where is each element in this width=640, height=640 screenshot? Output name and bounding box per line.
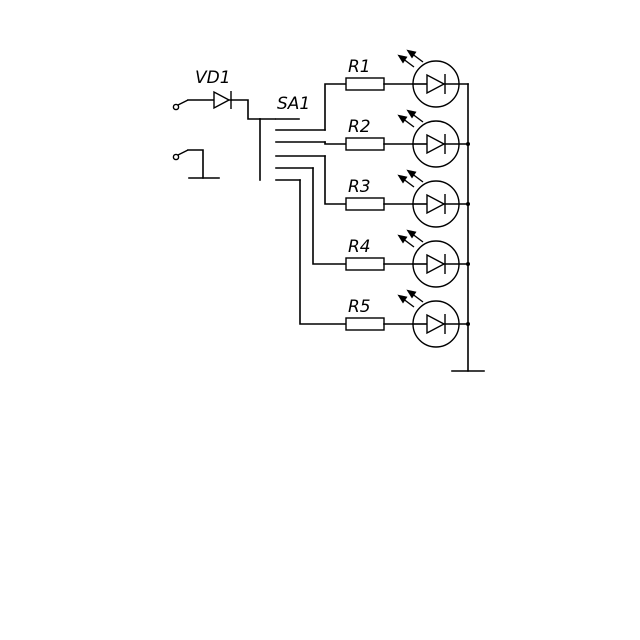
resistor-r4 <box>345 257 385 271</box>
resistor-r1 <box>345 77 385 91</box>
resistor-r3 <box>345 197 385 211</box>
label-vd1: VD1 <box>195 68 231 88</box>
label-sa1: SA1 <box>277 94 310 114</box>
ground-input-wire <box>187 149 204 179</box>
resistor-led-wires <box>383 83 414 325</box>
led-1-icon <box>397 49 469 108</box>
route-r2 <box>324 141 347 145</box>
route-r1 <box>324 83 347 131</box>
resistor-r2 <box>345 137 385 151</box>
route-r4 <box>312 167 347 265</box>
led-4-icon <box>397 229 469 288</box>
label-r3: R3 <box>348 177 371 197</box>
input-terminal-top <box>172 99 189 111</box>
input-terminal-bottom <box>172 149 189 161</box>
junction-dots <box>466 142 470 326</box>
route-r3 <box>324 155 347 205</box>
label-r4: R4 <box>348 237 371 257</box>
route-r5 <box>299 179 347 325</box>
resistor-r5 <box>345 317 385 331</box>
switch-sa1-contacts <box>275 118 326 181</box>
led-5-icon <box>397 289 469 348</box>
label-r1: R1 <box>348 57 371 77</box>
label-r2: R2 <box>348 117 371 137</box>
led-3-icon <box>397 169 469 228</box>
input-wire <box>187 99 261 120</box>
led-2-icon <box>397 109 469 168</box>
diode-vd1 <box>213 90 232 110</box>
label-r5: R5 <box>348 297 371 317</box>
